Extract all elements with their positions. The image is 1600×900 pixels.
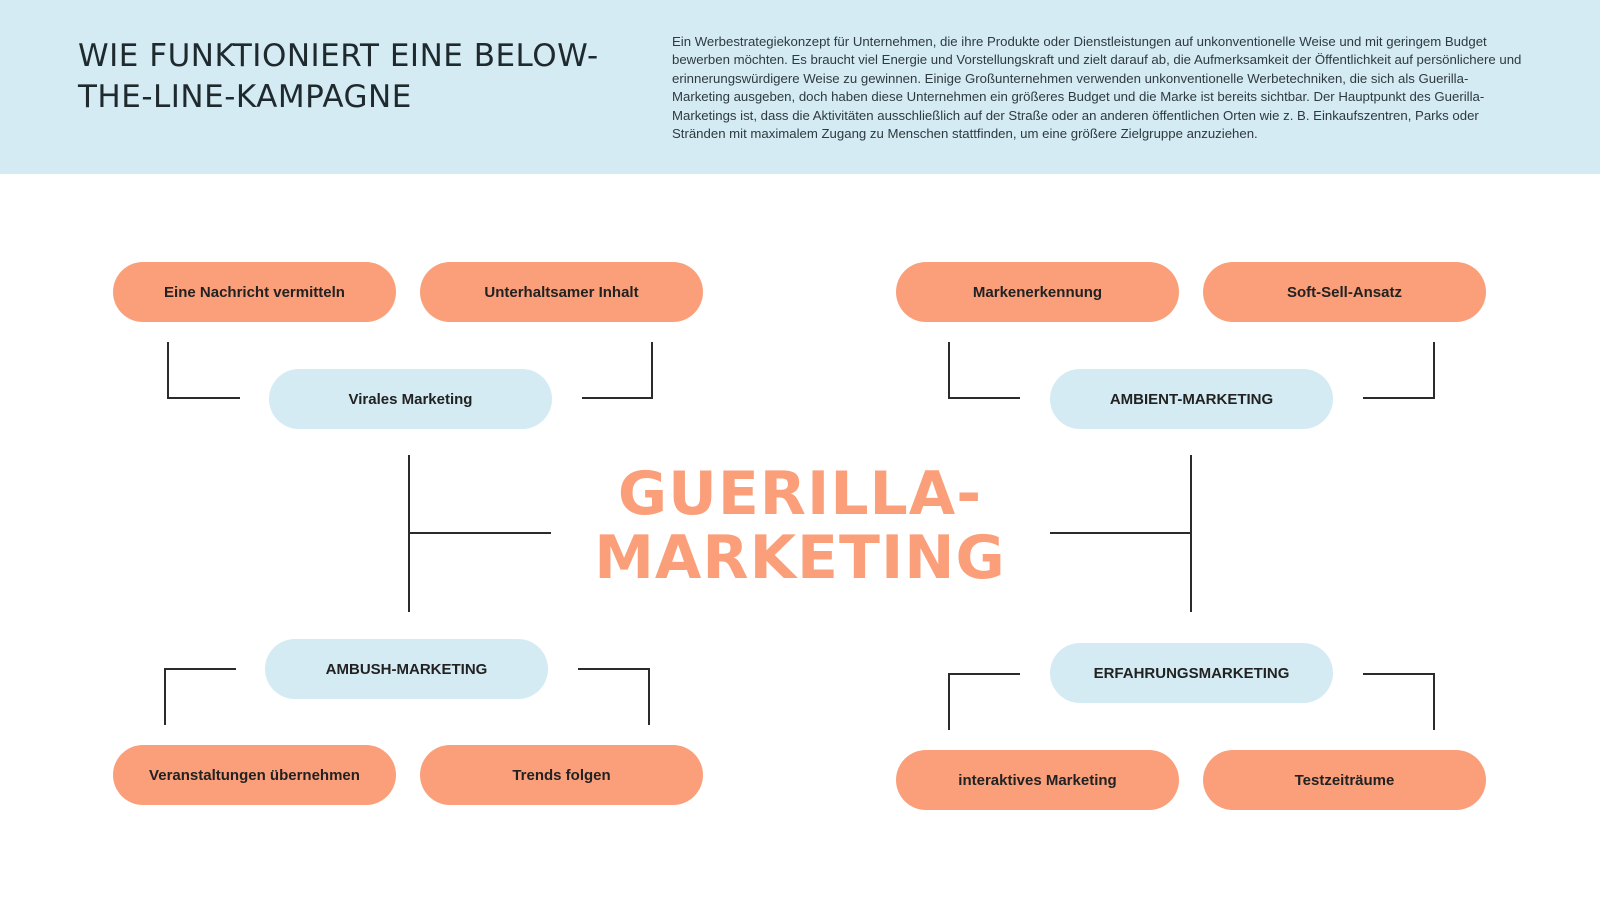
leaf-unterhaltsamer-inhalt: Unterhaltsamer Inhalt bbox=[420, 262, 703, 322]
leaf-interaktives-marketing: interaktives Marketing bbox=[896, 750, 1179, 810]
leaf-veranstaltungen-uebernehmen: Veranstaltungen übernehmen bbox=[113, 745, 396, 805]
leaf-soft-sell-ansatz: Soft-Sell-Ansatz bbox=[1203, 262, 1486, 322]
node-ambush-marketing: AMBUSH-MARKETING bbox=[265, 639, 548, 699]
leaf-markenerkennung: Markenerkennung bbox=[896, 262, 1179, 322]
description-text: Ein Werbestrategiekonzept für Unternehme… bbox=[672, 34, 1522, 142]
center-title: GUERILLA-MARKETING bbox=[594, 459, 1006, 593]
leaf-trends-folgen: Trends folgen bbox=[420, 745, 703, 805]
leaf-testzeitraeume: Testzeiträume bbox=[1203, 750, 1486, 810]
node-ambient-marketing: AMBIENT-MARKETING bbox=[1050, 369, 1333, 429]
node-virales-marketing: Virales Marketing bbox=[269, 369, 552, 429]
page-title: WIE FUNKTIONIERT EINE BELOW-THE-LINE-KAM… bbox=[78, 38, 599, 115]
node-erfahrungsmarketing: ERFAHRUNGSMARKETING bbox=[1050, 643, 1333, 703]
header-banner: WIE FUNKTIONIERT EINE BELOW-THE-LINE-KAM… bbox=[0, 0, 1600, 174]
leaf-eine-nachricht-vermitteln: Eine Nachricht vermitteln bbox=[113, 262, 396, 322]
